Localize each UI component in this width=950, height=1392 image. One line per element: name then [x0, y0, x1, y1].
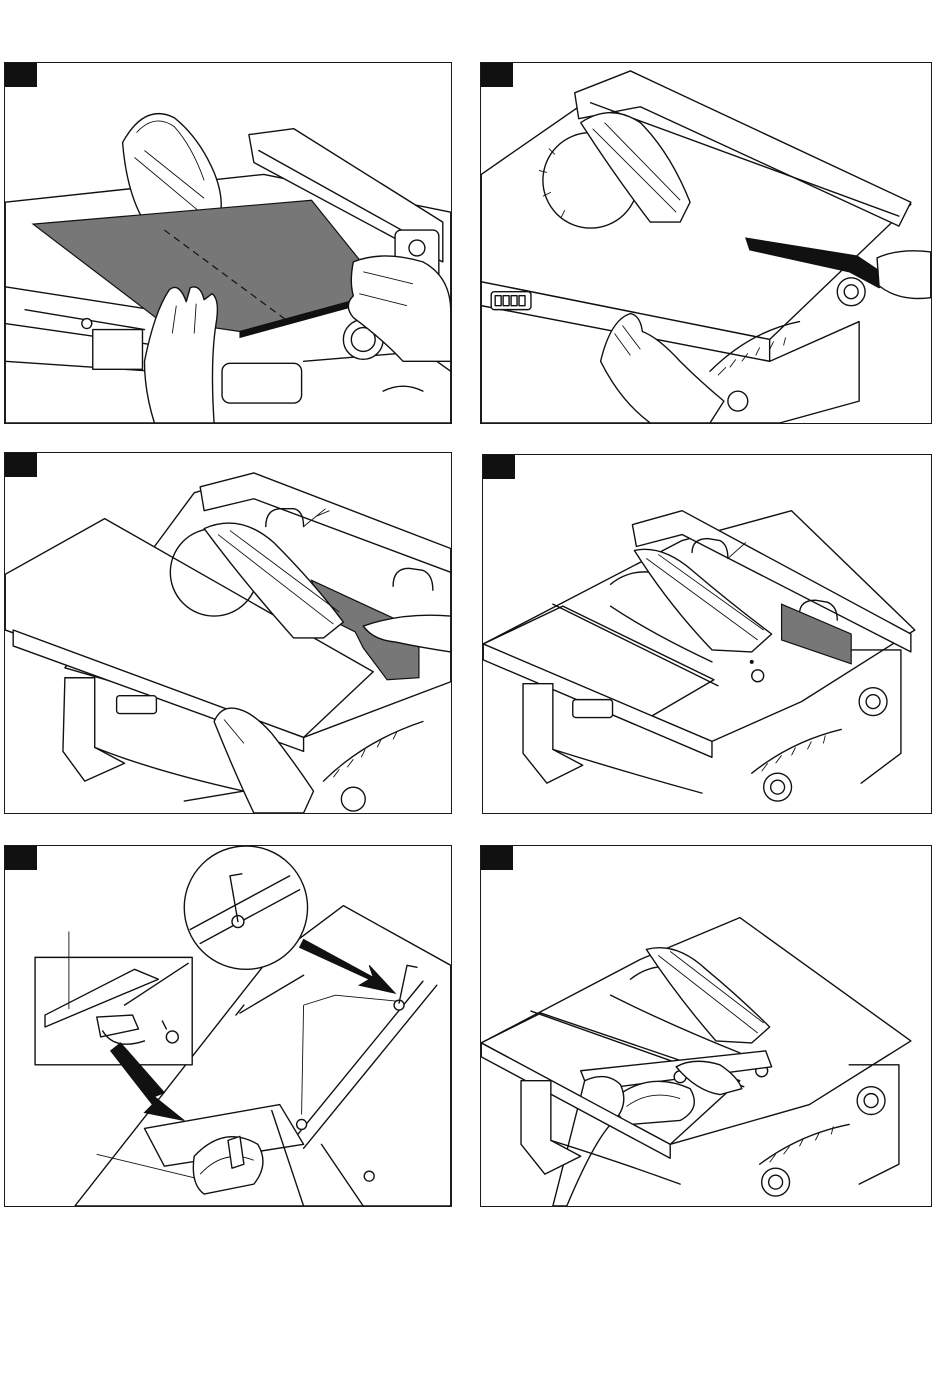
- figure-panel-1: [4, 62, 452, 424]
- figure-panel-3: [4, 452, 452, 814]
- figure-4-illustration: [483, 455, 931, 813]
- figure-2-illustration: [481, 63, 931, 423]
- figure-6-illustration: [481, 846, 931, 1206]
- figure-1-illustration: [5, 63, 451, 423]
- detail-zoom-circle: [184, 846, 307, 969]
- figure-panel-6: [480, 845, 932, 1207]
- figure-panel-5: [4, 845, 452, 1207]
- figure-3-illustration: [5, 453, 451, 813]
- figure-5-illustration: [5, 846, 451, 1206]
- figure-panel-4: [482, 454, 932, 814]
- figure-panel-2: [480, 62, 932, 424]
